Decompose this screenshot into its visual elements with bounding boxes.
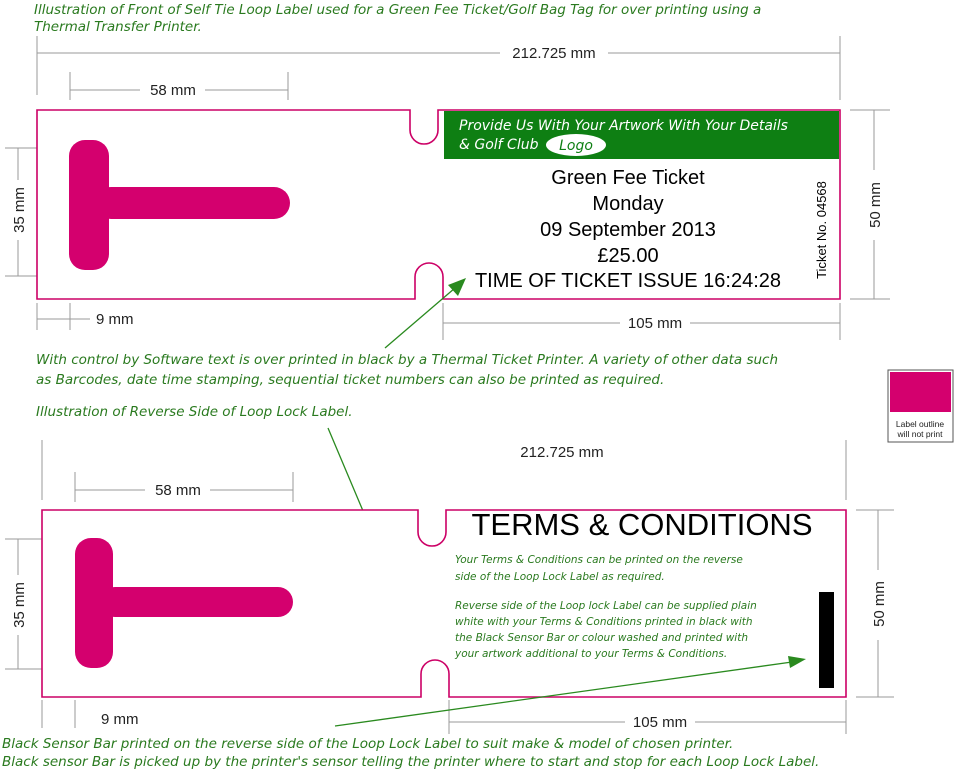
reverse-tab-dim-label: 58 mm — [155, 482, 201, 499]
front-t-stem — [69, 140, 109, 270]
reverse-ticket-width-dimension: 105 mm — [448, 700, 847, 734]
reverse-t-stem — [75, 538, 113, 668]
sensor-note-arrow — [334, 656, 806, 727]
reverse-overall-dimension: 212.725 mm — [41, 440, 847, 500]
front-overall-dim-label: 212.725 mm — [512, 45, 595, 62]
software-note-line1: With control by Software text is over pr… — [36, 352, 778, 368]
reverse-label-outline — [41, 509, 847, 698]
ticket-date: 09 September 2013 — [540, 219, 716, 241]
front-t-bar — [95, 187, 290, 219]
terms-para2-line3: the Black Sensor Bar or colour washed an… — [455, 632, 748, 644]
front-caption-line1: Illustration of Front of Self Tie Loop L… — [34, 2, 761, 18]
ticket-price: £25.00 — [597, 245, 658, 267]
terms-para2-line2: white with your Terms & Conditions print… — [455, 616, 753, 628]
terms-para1-line1: Your Terms & Conditions can be printed o… — [455, 554, 743, 566]
front-logo-text: Logo — [559, 138, 593, 154]
reverse-right-height-dimension: 50 mm — [856, 509, 894, 698]
front-caption-line2: Thermal Transfer Printer. — [34, 19, 202, 35]
ticket-day: Monday — [592, 193, 663, 215]
front-ticket-width-dimension: 105 mm — [442, 303, 841, 340]
terms-para1-line2: side of the Loop Lock Label as required. — [455, 571, 665, 583]
legend-box: Label outline will not print — [887, 369, 954, 443]
reverse-t-bar — [100, 587, 293, 617]
front-ticket-width-label: 105 mm — [628, 315, 682, 332]
front-left-height-dimension: 35 mm — [5, 147, 48, 277]
reverse-right-height-label: 50 mm — [871, 581, 888, 627]
reverse-ticket-width-label: 105 mm — [633, 714, 687, 731]
legend-label-line2: will not print — [897, 429, 944, 439]
black-sensor-bar — [819, 592, 834, 688]
sensor-note-line2: Black sensor Bar is picked up by the pri… — [2, 754, 819, 770]
legend-label-line1: Label outline — [896, 419, 944, 429]
front-overall-dimension: 212.725 mm — [36, 36, 841, 100]
terms-para2-line1: Reverse side of the Loop lock Label can … — [455, 600, 757, 612]
terms-para2-line4: your artwork additional to your Terms & … — [454, 648, 727, 660]
terms-title: TERMS & CONDITIONS — [471, 507, 812, 542]
front-left-height-label: 35 mm — [11, 187, 28, 233]
reverse-caption: Illustration of Reverse Side of Loop Loc… — [36, 404, 353, 420]
front-right-height-dimension: 50 mm — [850, 109, 890, 300]
software-note-line2: as Barcodes, date time stamping, sequent… — [36, 372, 664, 388]
ticket-number: Ticket No. 04568 — [814, 181, 829, 279]
front-logo-oval — [546, 134, 606, 156]
sensor-note-line1: Black Sensor Bar printed on the reverse … — [2, 736, 733, 752]
front-right-height-label: 50 mm — [867, 182, 884, 228]
ticket-title: Green Fee Ticket — [551, 167, 705, 189]
ticket-issue-time: TIME OF TICKET ISSUE 16:24:28 — [475, 270, 781, 292]
front-gap-dimension: 9 mm — [36, 303, 134, 330]
legend-swatch — [890, 372, 951, 412]
front-header-band — [444, 111, 839, 159]
front-header-line2: & Golf Club — [459, 137, 539, 153]
front-tab-dim-label: 58 mm — [150, 82, 196, 99]
reverse-gap-label: 9 mm — [101, 711, 139, 728]
reverse-left-height-label: 35 mm — [11, 582, 28, 628]
reverse-gap-dimension: 9 mm — [41, 700, 139, 728]
reverse-tab-dimension: 58 mm — [74, 472, 294, 502]
software-note-arrow — [384, 278, 466, 349]
reverse-overall-dim-label: 212.725 mm — [520, 444, 603, 461]
front-header-line1: Provide Us With Your Artwork With Your D… — [459, 118, 788, 134]
front-tab-dimension: 58 mm — [69, 72, 289, 100]
front-gap-label: 9 mm — [96, 311, 134, 328]
